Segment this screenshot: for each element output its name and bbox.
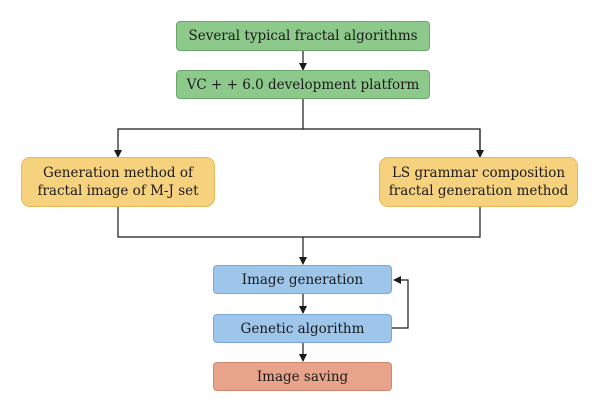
- node-image-generation: Image generation: [213, 265, 392, 294]
- node-ls-grammar-method: LS grammar composition fractal generatio…: [379, 157, 578, 207]
- node-ls-grammar-method-line1: LS grammar composition: [391, 165, 566, 181]
- node-image-saving-label: Image saving: [256, 368, 349, 385]
- node-image-generation-label: Image generation: [241, 271, 364, 288]
- node-image-saving: Image saving: [213, 362, 392, 391]
- node-fractal-algorithms: Several typical fractal algorithms: [176, 21, 430, 51]
- node-development-platform-label: VC + + 6.0 development platform: [186, 76, 420, 93]
- node-genetic-algorithm-label: Genetic algorithm: [240, 320, 365, 337]
- node-mj-set-method-line1: Generation method of: [43, 165, 193, 181]
- node-development-platform: VC + + 6.0 development platform: [176, 70, 430, 99]
- arrow-feedback-loop: [392, 276, 409, 329]
- node-genetic-algorithm: Genetic algorithm: [213, 314, 392, 343]
- node-ls-grammar-method-line2: fractal generation method: [388, 183, 569, 199]
- node-mj-set-method: Generation method of fractal image of M-…: [21, 157, 215, 207]
- node-fractal-algorithms-label: Several typical fractal algorithms: [188, 28, 418, 44]
- arrow-left-method-merge: [117, 207, 481, 238]
- arrow-platform-to-left-method: [114, 99, 304, 158]
- arrow-platform-to-right-method: [303, 128, 481, 157]
- node-mj-set-method-line2: fractal image of M-J set: [37, 183, 199, 199]
